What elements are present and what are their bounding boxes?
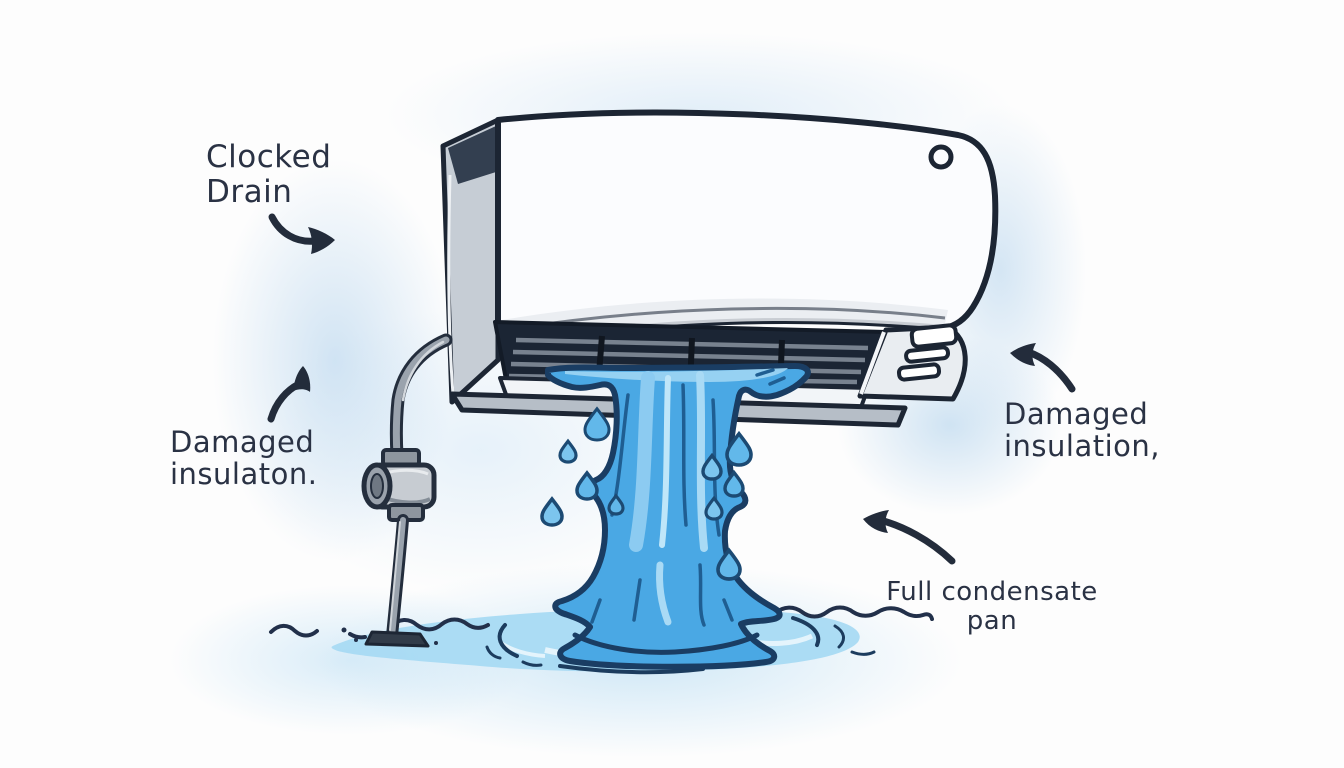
damaged-insulation-right-label: Damaged insulation, (1004, 398, 1160, 463)
condensate-line1: Full condensate (886, 577, 1098, 607)
insulation-left-line2: insulaton. (170, 457, 318, 492)
clogged-drain-line1: Clocked (206, 139, 332, 175)
water-droplets (540, 409, 753, 581)
droplet (558, 438, 578, 464)
droplet (704, 495, 724, 521)
arrow-head-icon (863, 510, 889, 533)
droplet (725, 430, 753, 467)
ac-indicator-light (928, 144, 954, 170)
clogged-drain-arrow (268, 213, 335, 254)
arrow-head-icon (293, 366, 311, 392)
pipe-lower-fill (389, 517, 406, 639)
arrow-tail (1024, 348, 1076, 393)
arrow-head-icon (308, 227, 335, 254)
panel-button-3 (896, 362, 942, 382)
stream-light-streaks (629, 371, 708, 626)
pipe-lower-highlight (389, 521, 401, 631)
pipe-upper-highlight (401, 340, 445, 402)
drain-pipe (354, 333, 453, 648)
arrow-tail (876, 516, 956, 565)
pipe-foot (364, 630, 430, 648)
damaged-insulation-left-label: Damaged insulaton. (170, 426, 317, 491)
droplet (716, 547, 742, 581)
clogged-drain-line2: Drain (206, 173, 293, 210)
insulation-right-line2: insulation, (1004, 429, 1161, 464)
insulation-right-line1: Damaged (1004, 397, 1149, 431)
condensate-line2: pan (966, 606, 1018, 637)
annotation-arrows (267, 213, 1076, 565)
stream-top-highlight (565, 368, 788, 382)
control-panel-gap (859, 331, 886, 395)
panel-button-1 (909, 323, 959, 349)
valve-cap-inner (370, 473, 384, 499)
clogged-drain-label: Clocked Drain (206, 140, 331, 209)
pipe-upper-fill (392, 336, 450, 459)
droplet (540, 496, 564, 527)
droplet (607, 493, 625, 516)
ac-side-panel-shadow (448, 126, 496, 184)
floor-wavy-line (269, 605, 934, 640)
insulation-left-line1: Damaged (170, 425, 315, 459)
panel-button-2 (904, 345, 951, 364)
drain-valve (361, 448, 437, 522)
arrow-tail (268, 213, 319, 245)
foot-speck-left (354, 638, 358, 642)
foot-speck-right (434, 641, 438, 645)
ac-side-panel-highlight (447, 174, 455, 395)
arrow-head-icon (1010, 343, 1036, 366)
damaged-insulation-left-arrow (267, 366, 311, 423)
full-condensate-pan-arrow (863, 510, 956, 565)
pool-ripples (485, 616, 876, 675)
droplet (585, 409, 609, 440)
splash-base-line (572, 632, 760, 655)
ac-control-panel (857, 323, 968, 402)
full-condensate-pan-label: Full condensate pan (880, 577, 1104, 637)
floor-speck (341, 627, 347, 633)
droplet (575, 470, 599, 501)
droplet (701, 452, 723, 481)
droplet (723, 469, 745, 498)
water-leak (540, 363, 811, 670)
damaged-insulation-right-arrow (1010, 343, 1076, 393)
ac-front-crease (504, 306, 946, 332)
